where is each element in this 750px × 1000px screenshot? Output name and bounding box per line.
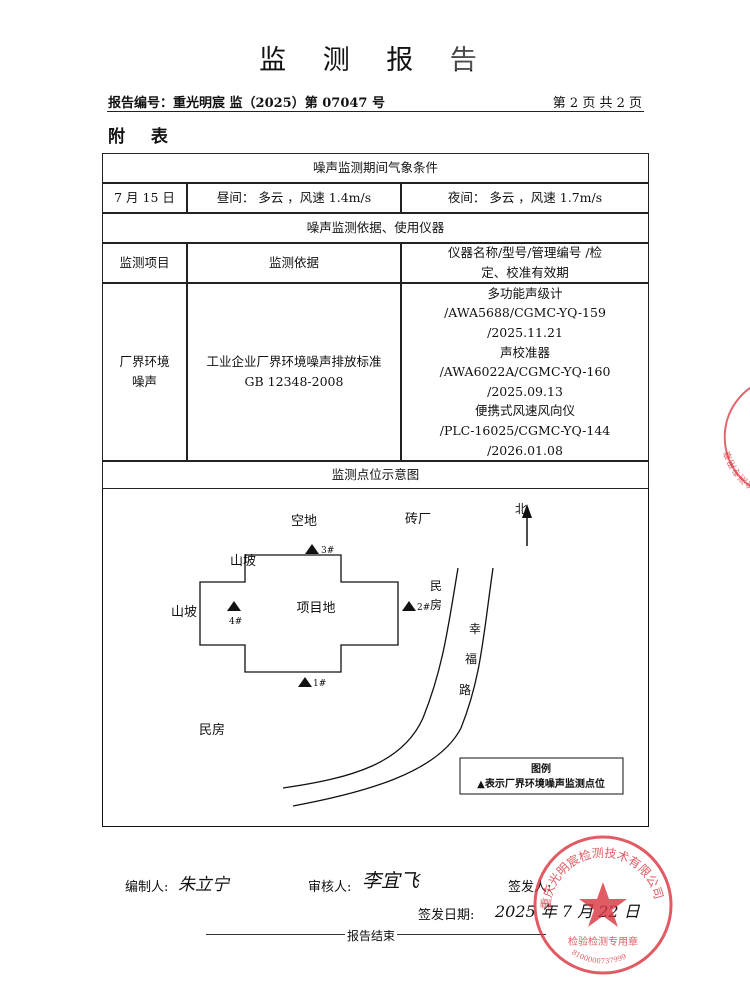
instrument-line: /AWA5688/CGMC-YQ-159: [444, 305, 606, 321]
weather-section-title: 噪声监测期间气象条件: [102, 153, 649, 183]
map-section-title: 监测点位示意图: [102, 461, 649, 489]
col-instrument: 仪器名称/型号/管理编号 /检定、校准有效期: [401, 243, 649, 283]
monitor-point-1-icon: [298, 677, 312, 687]
report-title: 监 测 报 告: [259, 45, 491, 76]
issue-date-label: 签发日期:: [418, 908, 475, 923]
monitor-point-2-label: 2#: [417, 603, 430, 613]
compiler-signature: 朱立宁: [178, 875, 229, 895]
site-boundary: [199, 554, 399, 673]
report-end: 报告结束: [345, 927, 398, 944]
site-label: 项目地: [296, 601, 335, 616]
side-stamp-ring: [723, 386, 750, 488]
road-edge-left: [282, 567, 459, 789]
instrument-line: /AWA6022A/CGMC-YQ-160: [439, 364, 611, 380]
side-stamp-text: 检测专用章: [721, 449, 750, 493]
north-arrow-icon: [522, 504, 532, 518]
title-fade-overlay: [452, 42, 602, 70]
residence-bottom-label: 民房: [199, 722, 225, 738]
seal-star-icon: [579, 882, 627, 927]
legend-text: ▲表示厂界环境噪声监测点位: [477, 777, 605, 790]
page-info: 第 2 页 共 2 页: [552, 96, 642, 111]
company-seal: 重庆光明宸检测技术有限公司 检验检测专用章 8100000737999: [533, 835, 673, 975]
road-label-3: 路: [459, 682, 471, 697]
instrument-line: 多功能声级计: [487, 285, 563, 301]
weather-date: 7 月 15 日: [102, 183, 187, 213]
instrument-list: 多功能声级计 /AWA5688/CGMC-YQ-159 /2025.11.21 …: [401, 283, 649, 461]
appendix-heading: 附 表: [108, 127, 178, 147]
monitor-item: 厂界环境噪声: [102, 283, 187, 461]
instrument-line: 声校准器: [499, 344, 550, 360]
monitor-point-3-icon: [305, 544, 319, 554]
seal-code-text: 8100000737999: [570, 948, 627, 965]
instrument-line: /PLC-16025/CGMC-YQ-144: [439, 422, 611, 438]
road-label-2: 福: [465, 651, 477, 666]
residence-right-label-1: 民: [430, 579, 442, 593]
hill-left-label: 山坡: [171, 605, 197, 620]
reviewer-label: 审核人:: [308, 880, 352, 895]
residence-right-label-2: 房: [430, 597, 442, 612]
vacant-land-label: 空地: [291, 514, 317, 529]
seal-sub-text: 检验检测专用章: [568, 935, 638, 948]
monitor-point-4-label: 4#: [229, 617, 242, 627]
report-number: 报告编号：重光明宸 监（2025）第 07047 号: [108, 96, 385, 111]
standard-name: 工业企业厂界环境噪声排放标准: [206, 354, 382, 369]
seal-ring: [533, 835, 673, 975]
standard-code: GB 12348-2008: [244, 374, 344, 389]
monitor-point-3-label: 3#: [321, 546, 334, 556]
basis-section-title: 噪声监测依据、使用仪器: [102, 213, 649, 243]
header-rule: [107, 111, 644, 112]
issuer-label: 签发人:: [508, 880, 552, 895]
weather-day: 昼间： 多云 ，风速 1.4m/s: [187, 183, 401, 213]
compiler-label: 编制人:: [125, 880, 169, 895]
col-monitor-basis: 监测依据: [187, 243, 401, 283]
side-stamp: 检测专用章: [721, 386, 750, 493]
road-label-1: 幸: [469, 622, 481, 636]
road-edge-right: [292, 567, 494, 807]
map-legend: [459, 757, 624, 795]
weather-night: 夜间： 多云 ，风速 1.7m/s: [401, 183, 649, 213]
instrument-line: 便携式风速风向仪: [474, 403, 575, 419]
instrument-line: /2026.01.08: [487, 442, 563, 458]
hill-top-label: 山坡: [230, 554, 256, 569]
monitor-basis: 工业企业厂界环境噪声排放标准 GB 12348-2008: [187, 283, 401, 461]
brick-factory-label: 砖厂: [405, 512, 431, 527]
col-monitor-item: 监测项目: [102, 243, 187, 283]
instrument-line: /2025.09.13: [487, 383, 563, 399]
monitor-point-1-label: 1#: [313, 679, 326, 689]
instrument-line: /2025.11.21: [487, 325, 563, 341]
monitor-point-4-icon: [227, 601, 241, 611]
site-map: 北 项目地 砖厂 空地 山坡 山坡 民房 民 房 幸 福 路 3# 2# 4# …: [171, 502, 624, 807]
monitor-point-2-icon: [402, 601, 416, 611]
legend-title: 图例: [531, 762, 551, 775]
reviewer-signature: 李宜飞: [362, 870, 420, 892]
